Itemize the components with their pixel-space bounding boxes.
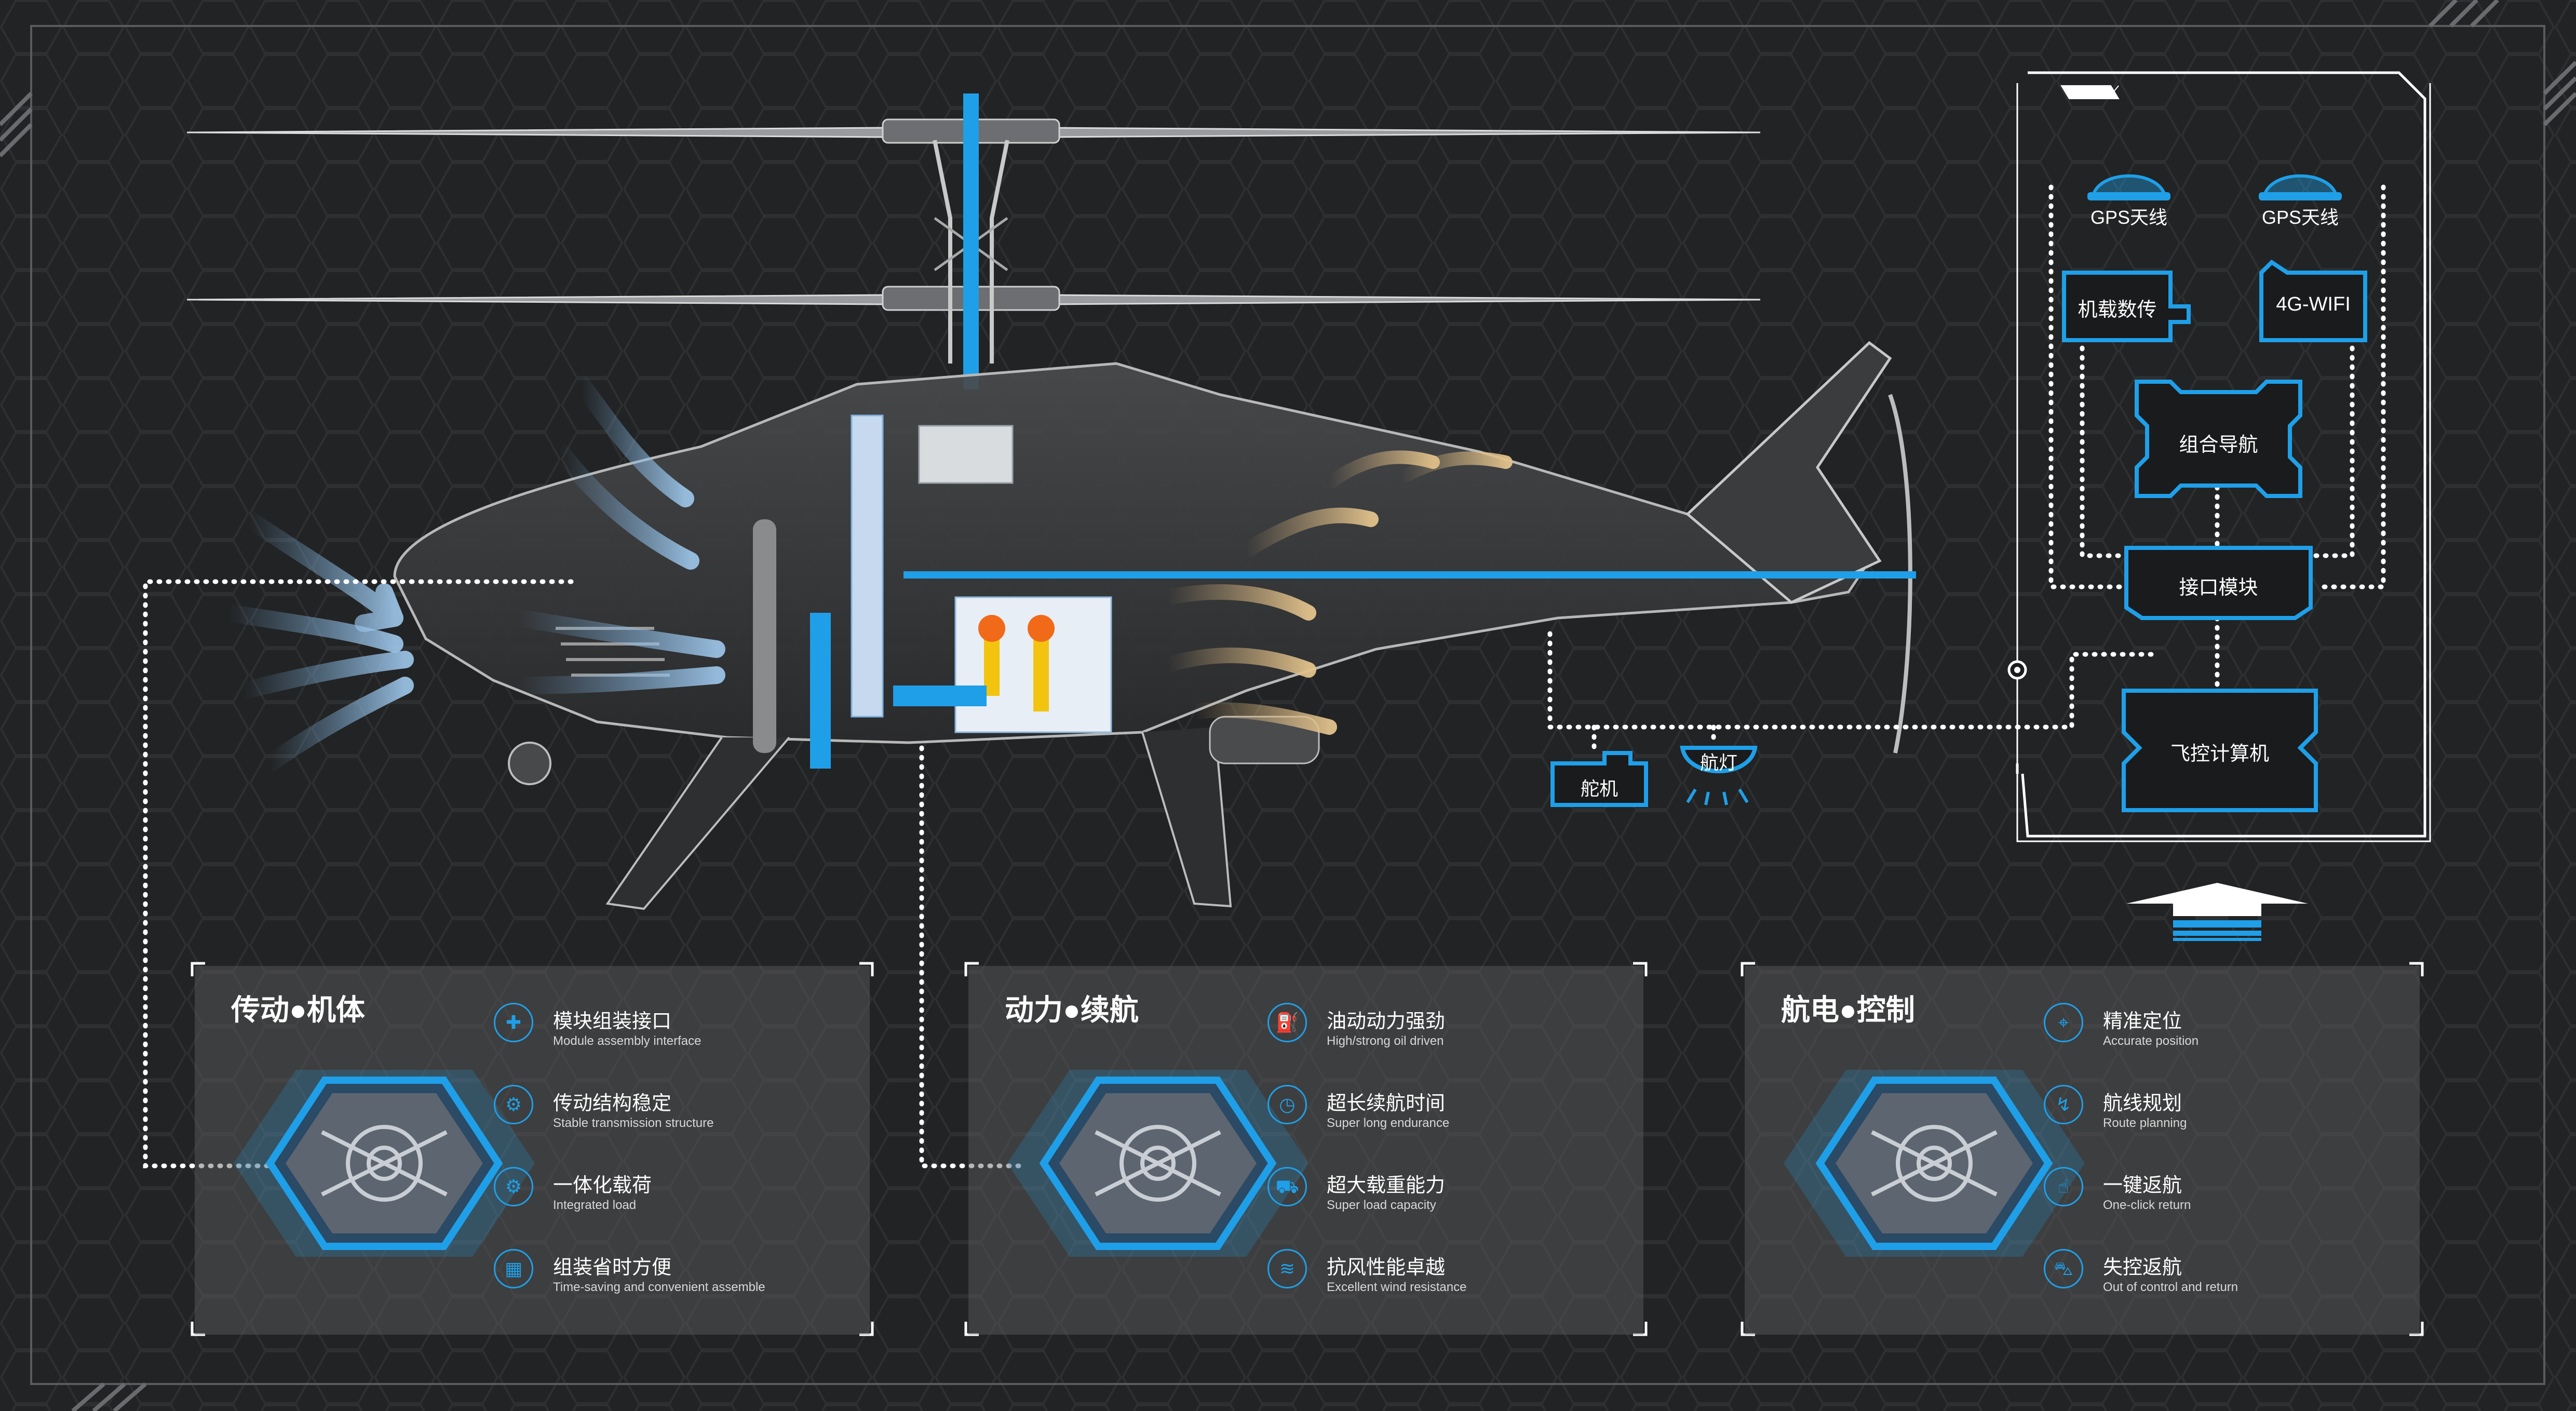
feature-panel: 动力●续航 ⛽ 油动动力强劲 High/strong oil driven ◷ 超长续航时… — [968, 966, 1643, 1335]
rotor-assembly — [186, 93, 1761, 389]
interface-label: 接口模块 — [2179, 577, 2258, 599]
gps-antenna-right — [2259, 174, 2342, 200]
feature-item: ⚙ 传动结构稳定 Stable transmission structure — [494, 1085, 865, 1149]
feature-panel: 传动●机体 ✚ 模块组装接口 Module assembly interface ⚙ 传动… — [195, 966, 870, 1335]
nav-light-label: 航灯 — [1700, 752, 1737, 773]
feature-subtitle: Accurate position — [2103, 1034, 2199, 1048]
nav-label: 组合导航 — [2179, 434, 2258, 456]
feature-title: 组装省时方便 — [553, 1257, 672, 1279]
feature-subtitle: Time-saving and convenient assemble — [553, 1280, 765, 1294]
feature-title: 一键返航 — [2103, 1175, 2182, 1197]
feature-item: ⛽ 油动动力强劲 High/strong oil driven — [1267, 1003, 1638, 1067]
feature-title: 模块组装接口 — [553, 1011, 672, 1032]
tail-drive-shaft — [903, 571, 1916, 579]
feature-item: ◷ 超长续航时间 Super long endurance — [1267, 1085, 1638, 1149]
interface-module — [2124, 546, 2313, 620]
up-arrow-icon — [2126, 883, 2308, 941]
route-icon: ↯ — [2044, 1085, 2083, 1124]
feature-subtitle: One-click return — [2103, 1198, 2191, 1212]
gps-antenna-left — [2087, 174, 2170, 200]
feature-title: 超大载重能力 — [1327, 1175, 1446, 1197]
location-icon: ⌖ — [2044, 1003, 2083, 1042]
feature-subtitle: Stable transmission structure — [553, 1116, 714, 1130]
datalink-module — [2062, 271, 2191, 342]
feature-subtitle: Route planning — [2103, 1116, 2187, 1130]
gear-icon: ⚙ — [494, 1085, 533, 1124]
gears-icon: ⚙ — [494, 1167, 533, 1206]
servo-module — [1550, 751, 1648, 807]
tap-icon: ☝ — [2044, 1167, 2083, 1206]
datalink-label: 机载数传 — [2078, 299, 2157, 321]
feature-subtitle: Super long endurance — [1327, 1116, 1450, 1130]
circuit-board-photo-icon — [1784, 1070, 2085, 1257]
panel-title: 航电●控制 — [1781, 993, 1915, 1026]
feature-title: 超长续航时间 — [1327, 1093, 1446, 1114]
clock-icon: ◷ — [1267, 1085, 1307, 1124]
avionics-frame — [2007, 71, 2431, 842]
wind-icon: ≋ — [1267, 1249, 1307, 1288]
feature-title: 油动动力强劲 — [1327, 1011, 1446, 1032]
transmission-photo-icon — [234, 1070, 535, 1257]
qr-icon: ▦ — [494, 1249, 533, 1288]
gps-left-label: GPS天线 — [2090, 207, 2168, 228]
nav-light-icon — [1680, 746, 1758, 773]
flight-computer-label: 飞控计算机 — [2170, 743, 2269, 765]
puzzle-icon: ✚ — [494, 1003, 533, 1042]
feature-title: 传动结构稳定 — [553, 1093, 672, 1114]
feature-subtitle: Excellent wind resistance — [1327, 1280, 1467, 1294]
rotor-shaft — [963, 93, 979, 389]
feature-subtitle: Module assembly interface — [553, 1034, 702, 1048]
panel-title: 动力●续航 — [1005, 993, 1139, 1026]
wifi-module — [2259, 259, 2367, 342]
feature-subtitle: Out of control and return — [2103, 1280, 2238, 1294]
wifi-label: 4G-WIFI — [2276, 293, 2351, 315]
servo-label: 舵机 — [1580, 778, 1618, 799]
feature-subtitle: Super load capacity — [1327, 1198, 1436, 1212]
feature-item: ✚ 模块组装接口 Module assembly interface — [494, 1003, 865, 1067]
feature-title: 失控返航 — [2103, 1257, 2182, 1279]
feature-item: ⌖ 精准定位 Accurate position — [2044, 1003, 2415, 1067]
fuel-icon: ⛽ — [1267, 1003, 1307, 1042]
truck-icon: ⛟ — [1267, 1167, 1307, 1206]
feature-item: ↯ 航线规划 Route planning — [2044, 1085, 2415, 1149]
feature-title: 一体化载荷 — [553, 1175, 652, 1197]
integrated-nav-module — [2135, 380, 2302, 498]
airflow-arrows — [220, 375, 1513, 772]
feature-title: 抗风性能卓越 — [1327, 1257, 1446, 1279]
feature-subtitle: Integrated load — [553, 1198, 637, 1212]
gps-right-label: GPS天线 — [2261, 207, 2339, 228]
flight-computer-module — [2122, 689, 2318, 812]
feature-subtitle: High/strong oil driven — [1327, 1034, 1444, 1048]
feature-panel: 航电●控制 ⌖ 精准定位 Accurate position ↯ 航线规划 Route pl… — [1745, 966, 2420, 1335]
car-icon: ⛍ — [2044, 1249, 2083, 1288]
connector-lines — [143, 184, 2386, 1168]
nav-light-rays — [1686, 788, 1749, 805]
engine-photo-icon — [1007, 1070, 1309, 1257]
feature-title: 精准定位 — [2103, 1011, 2182, 1032]
feature-title: 航线规划 — [2103, 1093, 2182, 1114]
panel-brackets — [191, 962, 2424, 1336]
panel-title: 传动●机体 — [231, 993, 365, 1026]
